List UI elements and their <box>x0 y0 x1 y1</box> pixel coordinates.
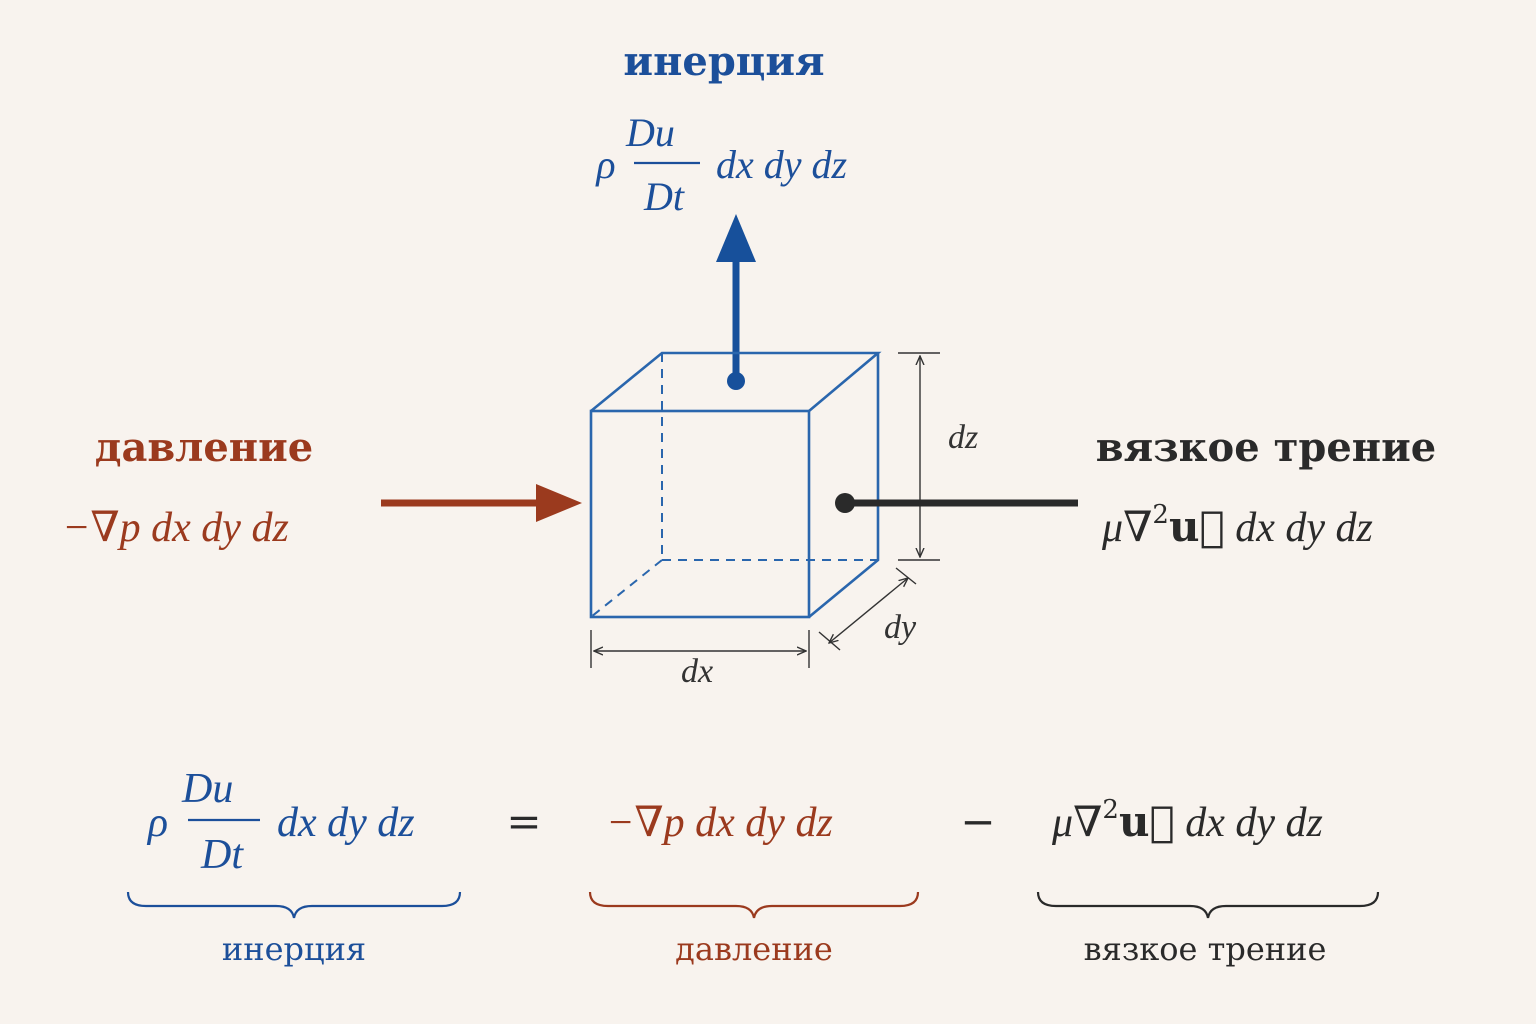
viscous-mu-nabla: μ∇ <box>1101 505 1152 551</box>
equation-rho: ρ <box>146 800 168 846</box>
equation-u-vector: u⃗ <box>1119 797 1175 846</box>
equation-viscous-term: μ∇2u⃗ dx dy dz <box>1051 795 1323 846</box>
inertia-brace-label: инерция <box>222 930 366 968</box>
equation-fraction-numerator: Du⃗ <box>181 766 266 812</box>
equation-lhs-differentials: dx dy dz <box>277 800 415 846</box>
equation-minus: − <box>960 797 995 846</box>
equation-equals: = <box>506 797 541 846</box>
viscous-power: 2 <box>1152 500 1169 530</box>
dimension-dx <box>590 630 810 668</box>
dimension-dz-label: dz <box>948 419 978 456</box>
fluid-element-cube <box>589 351 882 619</box>
viscous-u-vector: u⃗ <box>1169 502 1225 551</box>
pressure-brace-label: давление <box>675 930 833 968</box>
viscous-arrow <box>835 493 1078 513</box>
viscous-expression: μ∇2u⃗ dx dy dz <box>1101 500 1373 551</box>
inertia-arrow <box>716 214 756 390</box>
dimension-dy <box>818 567 917 651</box>
viscous-differentials: dx dy dz <box>1225 505 1373 551</box>
inertia-expression: ρ Du⃗ Dt dx dy dz <box>594 110 847 219</box>
pressure-heading: давление <box>95 424 313 471</box>
inertia-heading: инерция <box>623 38 824 85</box>
dimension-dz <box>898 352 940 561</box>
equation-power: 2 <box>1102 795 1119 825</box>
inertia-fraction-numerator: Du⃗ <box>625 110 706 155</box>
equation-pressure-term: −∇p dx dy dz <box>606 800 833 846</box>
equation-viscous-differentials: dx dy dz <box>1175 800 1323 846</box>
equation-lhs: ρ Du⃗ Dt dx dy dz <box>146 766 415 878</box>
inertia-underbrace <box>126 891 462 919</box>
inertia-differentials: dx dy dz <box>716 142 848 187</box>
pressure-expression: −∇p dx dy dz <box>62 505 289 551</box>
inertia-fraction-denominator: Dt <box>643 174 685 219</box>
viscous-underbrace <box>1036 891 1380 919</box>
equation-mu-nabla: μ∇ <box>1051 800 1102 846</box>
inertia-rho: ρ <box>594 142 615 187</box>
pressure-arrow <box>381 484 582 522</box>
pressure-underbrace <box>588 891 920 919</box>
dimension-dx-label: dx <box>681 653 713 690</box>
viscous-brace-label: вязкое трение <box>1084 930 1327 968</box>
viscous-heading: вязкое трение <box>1096 424 1436 471</box>
dimension-dy-label: dy <box>884 609 917 646</box>
equation-fraction-denominator: Dt <box>200 832 244 878</box>
